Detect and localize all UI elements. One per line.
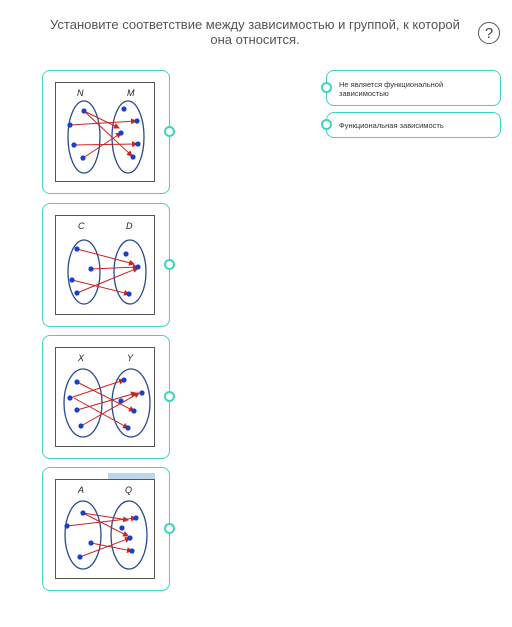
question-mark-icon: ? — [484, 24, 494, 42]
mapping-diagram-3: X Y — [55, 347, 155, 447]
set-label-left: N — [77, 88, 84, 98]
option-functional[interactable]: Функциональная зависимость — [321, 112, 501, 138]
question-text: Установите соответствие между зависимост… — [50, 17, 460, 47]
set-label-left: C — [78, 221, 85, 231]
diagram-card-1[interactable]: N M — [42, 70, 175, 194]
connector-dot[interactable] — [164, 259, 175, 270]
option-label: Не является функциональной зависимостью — [339, 80, 444, 98]
connector-dot[interactable] — [164, 523, 175, 534]
diagram-card-3[interactable]: X Y — [42, 335, 175, 459]
connector-dot[interactable] — [164, 126, 175, 137]
connector-dot[interactable] — [164, 391, 175, 402]
connector-dot[interactable] — [321, 119, 332, 130]
option-not-functional[interactable]: Не является функциональной зависимостью — [321, 70, 501, 106]
diagram-card-2[interactable]: C D — [42, 203, 175, 327]
mapping-diagram-2: C D — [55, 215, 155, 315]
selection-highlight — [108, 473, 155, 480]
set-label-right: Y — [127, 353, 134, 363]
connector-dot[interactable] — [321, 82, 332, 93]
set-label-left: A — [78, 485, 85, 495]
set-label-right: D — [126, 221, 133, 231]
mapping-diagram-4: A Q — [55, 479, 155, 579]
diagram-card-4[interactable]: A Q — [42, 467, 175, 591]
set-label-right: M — [127, 88, 135, 98]
set-label-right: Q — [125, 485, 133, 495]
set-label-left: X — [78, 353, 85, 363]
option-label: Функциональная зависимость — [339, 121, 444, 130]
mapping-diagram-1: N M — [55, 82, 155, 182]
help-button[interactable]: ? — [478, 22, 500, 44]
